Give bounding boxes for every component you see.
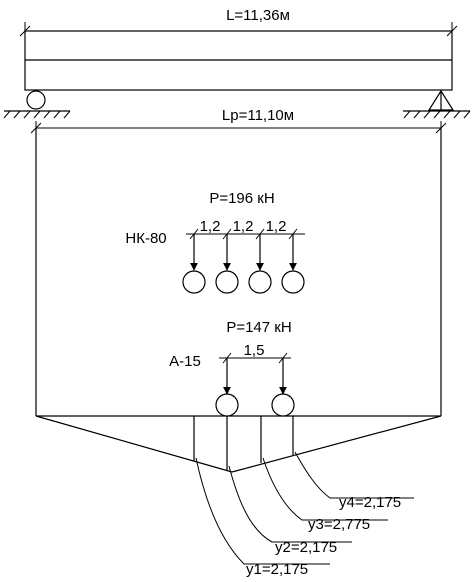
span-length-label: Lp=11,10м [222, 107, 294, 124]
roller-support-left [3, 90, 71, 119]
nk80-wheel-3 [248, 270, 272, 294]
a15-load: P=147 кН А-15 1,5 [169, 319, 295, 417]
nk80-spacing-1: 1,2 [200, 218, 221, 235]
nk80-wheel-2 [215, 270, 239, 294]
nk80-wheel-1 [182, 270, 206, 294]
a15-spacing: 1,5 [244, 342, 265, 359]
nk80-label: НК-80 [125, 230, 166, 247]
nk80-spacing-3: 1,2 [266, 218, 287, 235]
a15-force-label: P=147 кН [226, 319, 291, 336]
a15-wheel-2 [271, 393, 295, 417]
nk80-wheel-4 [281, 270, 305, 294]
total-length-label: L=11,36м [226, 7, 290, 24]
ordinate-leaders [195, 451, 414, 565]
nk80-load: P=196 кН НК-80 1,2 1,2 1,2 [125, 190, 305, 294]
total-length-dimension: L=11,36м [19, 7, 458, 37]
span-length-dimension: Lp=11,10м [30, 107, 447, 135]
ordinate-y1-label: y1=2,175 [246, 561, 308, 578]
ordinate-y2-label: y2=2,175 [275, 539, 337, 556]
beam [24, 30, 453, 91]
ordinate-y4-label: y4=2,175 [339, 494, 401, 511]
nk80-force-label: P=196 кН [209, 190, 274, 207]
influence-line [35, 128, 442, 473]
a15-label: А-15 [169, 353, 201, 370]
ordinate-y3-label: y3=2,775 [308, 516, 370, 533]
a15-wheel-1 [215, 393, 239, 417]
nk80-spacing-2: 1,2 [233, 218, 254, 235]
pin-support-right [403, 89, 471, 119]
